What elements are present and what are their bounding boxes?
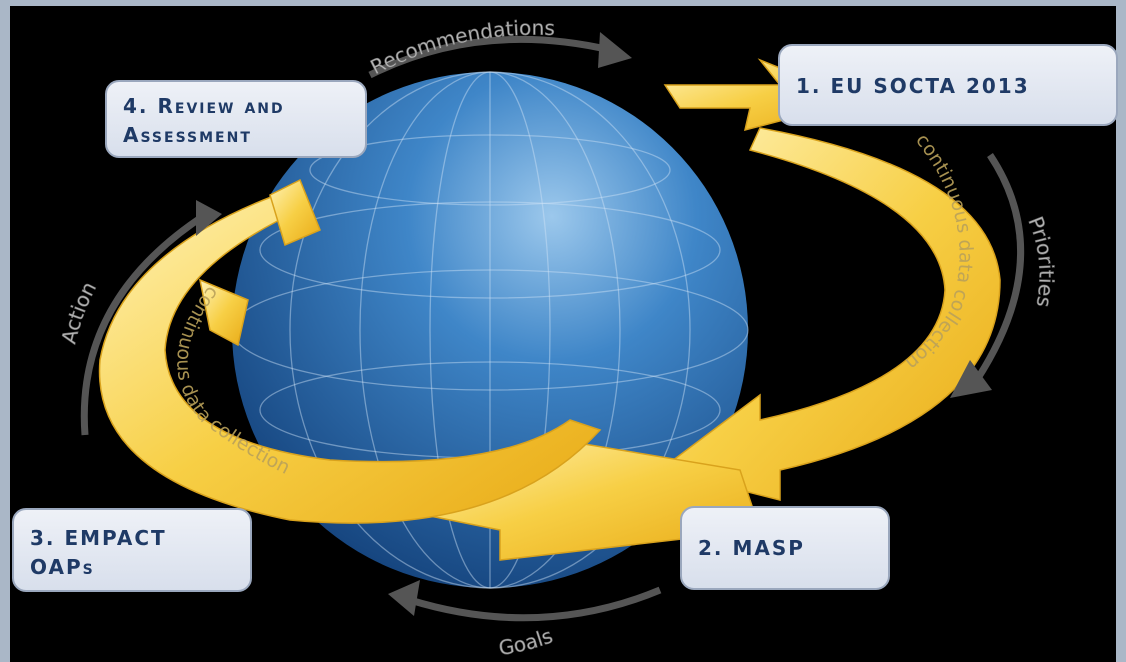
priorities-label: Priorities xyxy=(1023,213,1058,309)
step-masp-line1: 2. MASP xyxy=(698,536,805,560)
frame-border-right xyxy=(1116,0,1126,662)
step-empact-line1: 3. EMPACT xyxy=(30,526,167,550)
recommendations-label: Recommendations xyxy=(366,16,555,80)
step-socta-line1: 1. EU SOCTA 2013 xyxy=(796,74,1030,98)
step-empact-box: 3. EMPACT OAPs xyxy=(12,508,252,592)
step-review-line1: 4. Review and xyxy=(123,94,285,118)
step-empact-line2: OAPs xyxy=(30,555,95,579)
action-label: Action xyxy=(57,278,102,346)
cycle-arrows xyxy=(80,35,1025,622)
step-review-line2: Assessment xyxy=(123,123,252,147)
frame-border-left xyxy=(0,0,10,662)
step-eu-socta-box: 1. EU SOCTA 2013 xyxy=(778,44,1118,126)
step-review-assessment-box: 4. Review and Assessment xyxy=(105,80,367,158)
goals-label: Goals xyxy=(497,624,556,661)
cycle-arrowheads xyxy=(196,32,992,616)
step-masp-box: 2. MASP xyxy=(680,506,890,590)
frame-border-top xyxy=(0,0,1126,6)
